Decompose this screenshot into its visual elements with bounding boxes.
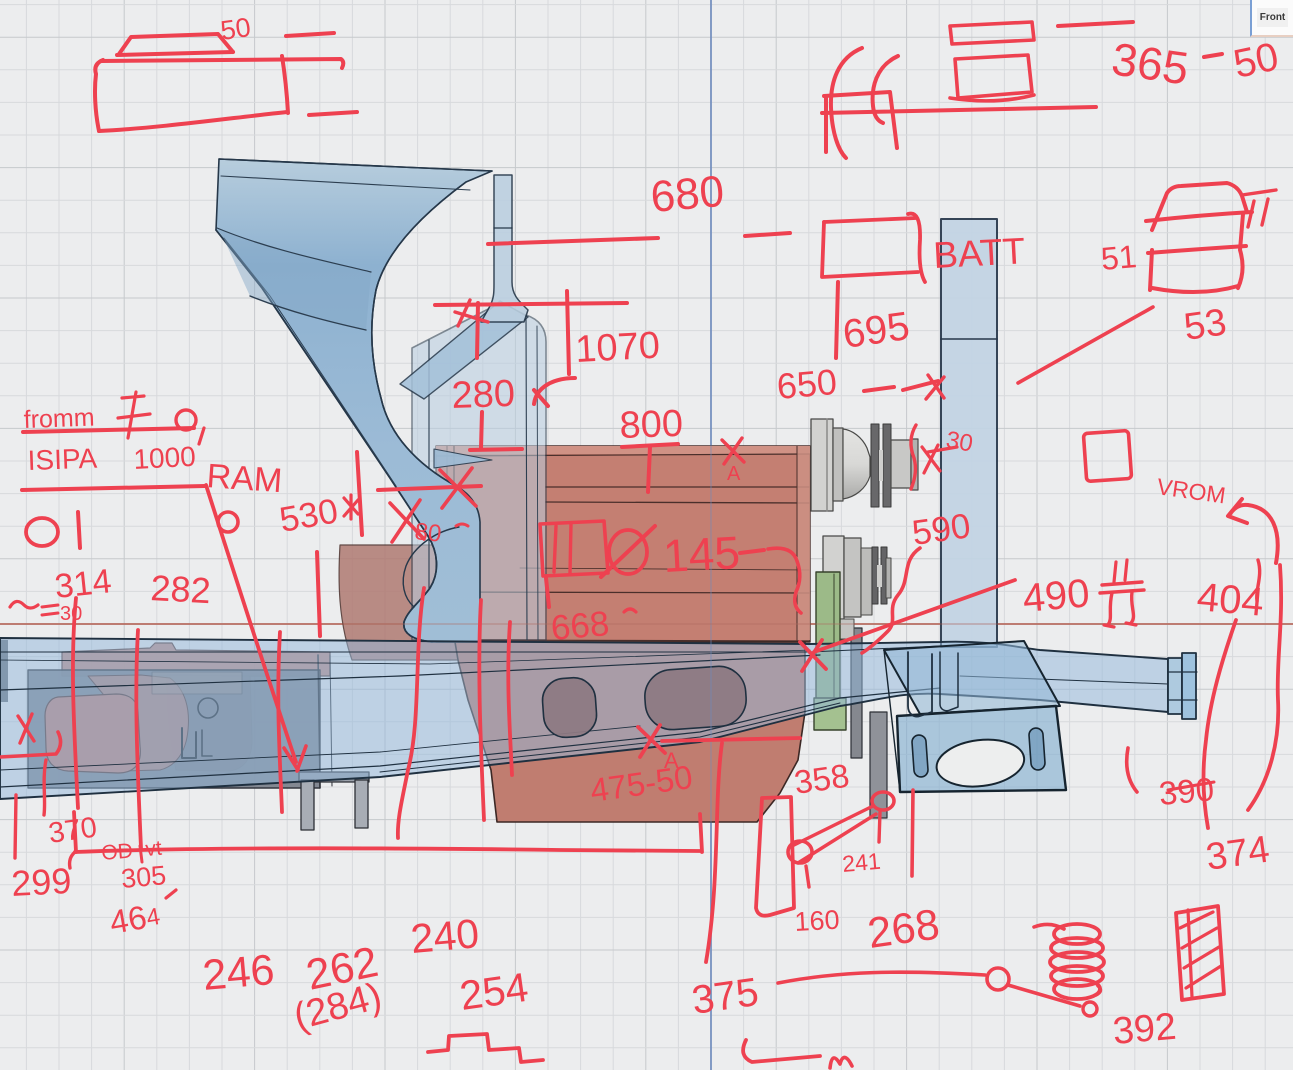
svg-text:145: 145 [662,526,741,582]
svg-text:241: 241 [841,848,881,877]
svg-text:160: 160 [794,905,841,937]
svg-text:OD: OD [100,839,133,865]
svg-text:299: 299 [10,860,72,904]
svg-text:ISIPA: ISIPA [27,443,98,476]
svg-text:282: 282 [150,567,212,611]
svg-text:RAM: RAM [205,457,283,500]
svg-text:280: 280 [451,373,516,417]
svg-text:4: 4 [144,903,162,932]
svg-text:30: 30 [944,426,975,457]
svg-text:BATT: BATT [932,230,1026,276]
svg-text:800: 800 [619,403,684,447]
svg-text:392: 392 [1111,1006,1178,1053]
svg-text:390: 390 [1157,770,1215,812]
svg-text:374: 374 [1203,828,1272,878]
svg-text:404: 404 [1195,575,1265,625]
svg-text:vt: vt [144,837,162,861]
svg-text:50: 50 [219,12,253,46]
svg-text:650: 650 [775,361,838,407]
svg-text:46: 46 [107,898,150,941]
svg-text:668: 668 [549,604,611,648]
svg-text:fromm: fromm [23,404,95,434]
svg-text:268: 268 [865,900,943,958]
svg-text:590: 590 [910,506,973,553]
svg-text:305: 305 [120,860,168,894]
svg-text:695: 695 [840,304,912,357]
svg-text:1070: 1070 [574,325,661,371]
svg-text:A: A [727,463,741,485]
svg-text:240: 240 [409,910,481,962]
svg-text:358: 358 [792,757,852,801]
svg-text:30: 30 [60,603,82,625]
svg-text:314: 314 [53,562,113,606]
svg-text:365: 365 [1109,32,1192,94]
svg-text:50: 50 [1230,35,1283,87]
svg-text:680: 680 [649,167,726,222]
svg-text:490: 490 [1021,571,1091,621]
svg-text:A: A [664,748,679,773]
svg-text:80: 80 [413,518,442,548]
svg-text:1000: 1000 [133,441,197,475]
svg-text:53: 53 [1181,301,1229,348]
svg-text:246: 246 [201,946,277,1000]
svg-text:51: 51 [1099,238,1138,277]
svg-text:370: 370 [47,812,99,850]
svg-text:375: 375 [689,970,761,1023]
svg-text:254: 254 [457,964,531,1019]
